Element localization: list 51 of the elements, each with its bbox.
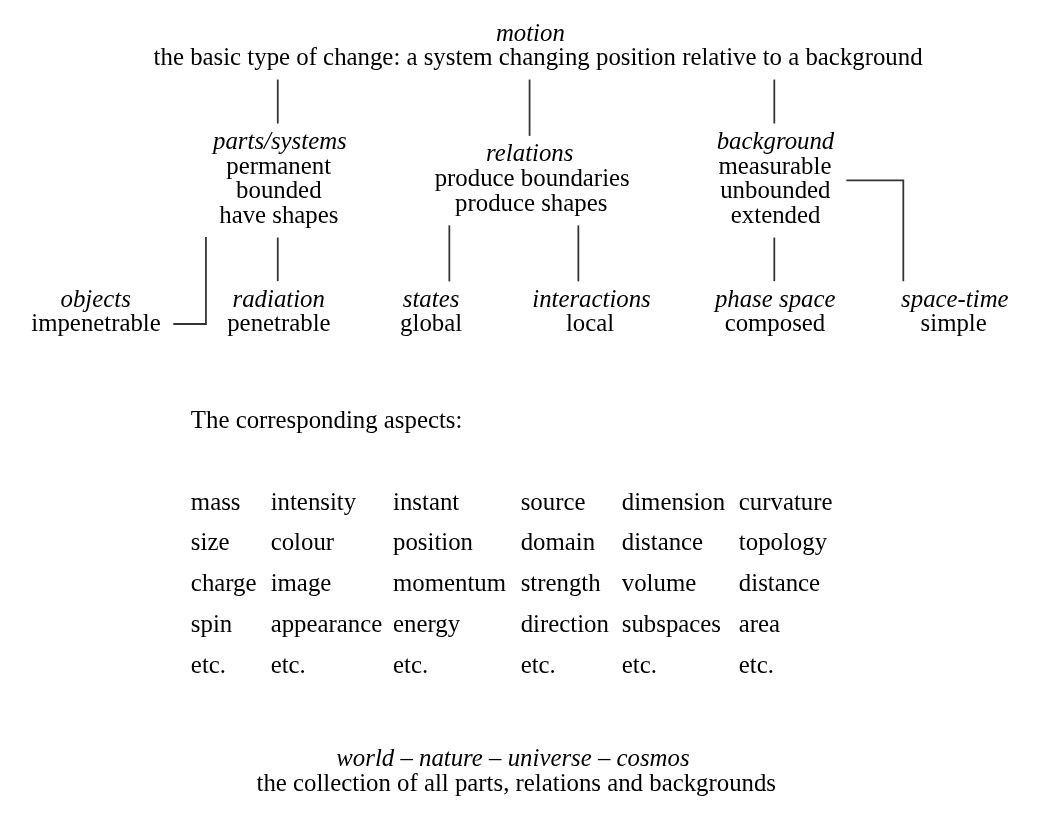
label: mass [190,487,241,515]
connector [276,236,279,282]
node-text: background measurable unbounded extended [716,126,835,229]
connector [448,224,451,283]
node-text: interactions local [532,284,651,337]
node-text: motion the basic type of change: a system changing position relative to a background [153,18,923,71]
connector [528,78,531,137]
label: image [270,569,332,597]
label: The corresponding aspects: [190,406,463,434]
label: subspaces [621,610,722,638]
label: area [738,610,781,638]
label: distance [621,528,704,556]
connector [845,179,905,283]
node-text: phase space composed [714,284,836,337]
connector [773,236,776,282]
label: colour [270,528,335,556]
label: source [520,487,586,515]
label: energy [393,610,461,638]
label: etc. [270,650,306,678]
node-text: world – nature – universe – cosmos the collection of all parts, relations and backgrounds [256,743,777,796]
connector [577,224,580,283]
node-text: space-time simple [901,284,1009,337]
label: momentum [393,569,507,597]
node-text: parts/systems permanent bounded have shapes [213,126,347,229]
label: size [190,528,230,556]
label: etc. [621,650,657,678]
label: distance [738,569,821,597]
label: direction [520,610,609,638]
label: etc. [190,650,226,678]
label: strength [520,569,601,597]
label: curvature [738,487,833,515]
label: intensity [270,487,357,515]
connector [773,78,776,125]
label: dimension [621,487,726,515]
label: topology [738,528,828,556]
node-text: objects impenetrable [31,284,161,337]
label: etc. [520,650,556,678]
label: position [393,528,474,556]
node-text: relations produce boundaries produce shapes [434,139,630,216]
node-text: radiation penetrable [227,284,331,337]
label: etc. [738,650,774,678]
label: volume [621,569,697,597]
connector [172,236,207,325]
connector [276,78,279,125]
label: etc. [393,650,429,678]
label: appearance [270,610,383,638]
label: domain [520,528,596,556]
label: instant [393,487,460,515]
label: spin [190,610,233,638]
label: charge [190,569,257,597]
node-text: states global [400,284,463,337]
